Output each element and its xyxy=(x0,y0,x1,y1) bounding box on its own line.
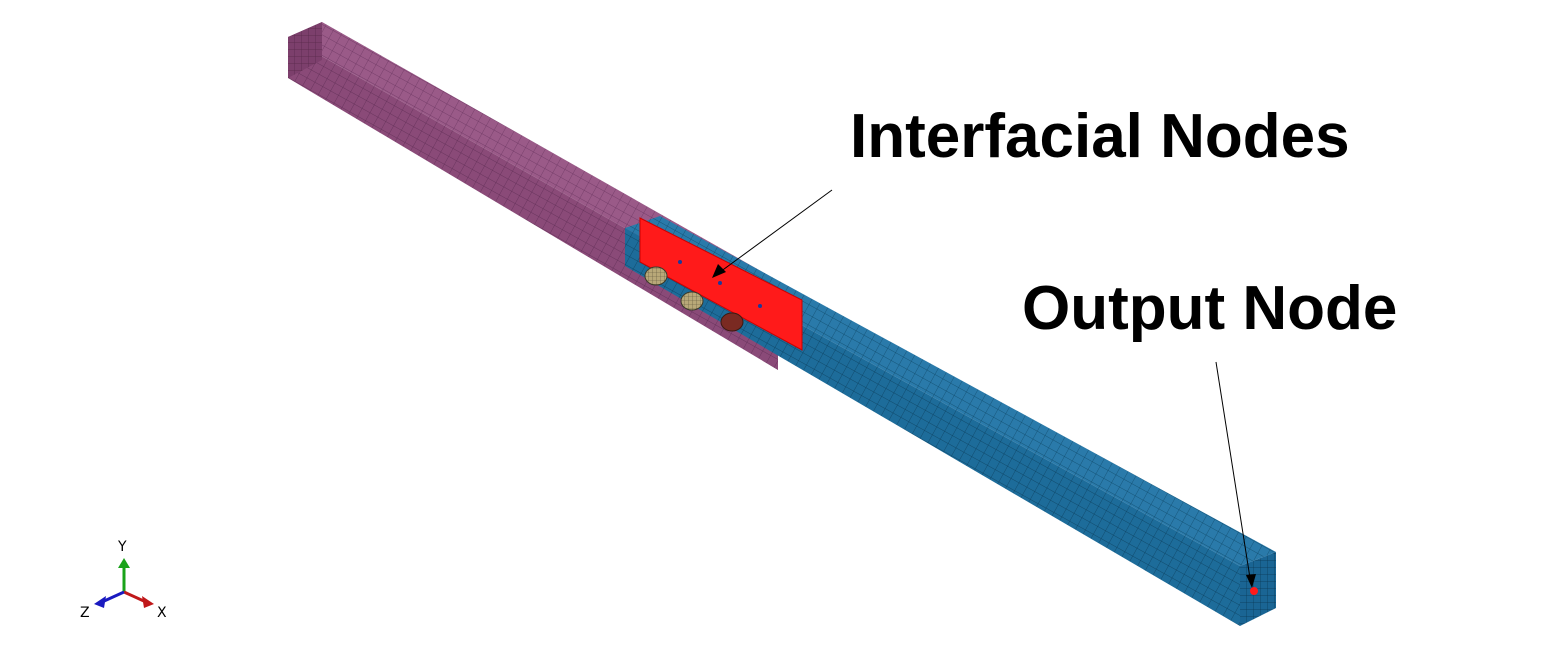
triad-z-axis xyxy=(101,590,125,604)
triad-x-axis xyxy=(123,590,147,604)
upper-beam-end-face xyxy=(288,22,322,78)
bolt-head xyxy=(680,291,704,311)
interface-node-marker xyxy=(678,260,682,264)
interface-node-marker xyxy=(718,281,722,285)
triad-y-arrow xyxy=(118,558,130,568)
triad-z-arrow xyxy=(94,596,106,608)
interfacial-nodes-label: Interfacial Nodes xyxy=(850,102,1350,171)
output-node-label: Output Node xyxy=(1022,274,1398,343)
triad-z-label: Z xyxy=(80,605,90,621)
coordinate-triad-icon: Y X Z xyxy=(80,539,167,621)
output-node-leader xyxy=(1215,361,1251,579)
triad-x-arrow xyxy=(142,596,154,608)
upper-beam-side-face xyxy=(288,37,778,370)
output-node-arrowhead xyxy=(1246,574,1256,588)
bolts xyxy=(644,266,744,332)
interface-node-marker xyxy=(758,304,762,308)
output-node-marker xyxy=(1250,587,1258,595)
triad-x-label: X xyxy=(157,605,167,621)
interface-region xyxy=(639,217,803,351)
bolt-head xyxy=(720,312,744,332)
bolt-head xyxy=(644,266,668,286)
interfacial-nodes-arrowhead xyxy=(712,264,726,278)
triad-y-label: Y xyxy=(117,539,127,555)
interfacial-nodes-leader xyxy=(719,189,833,273)
